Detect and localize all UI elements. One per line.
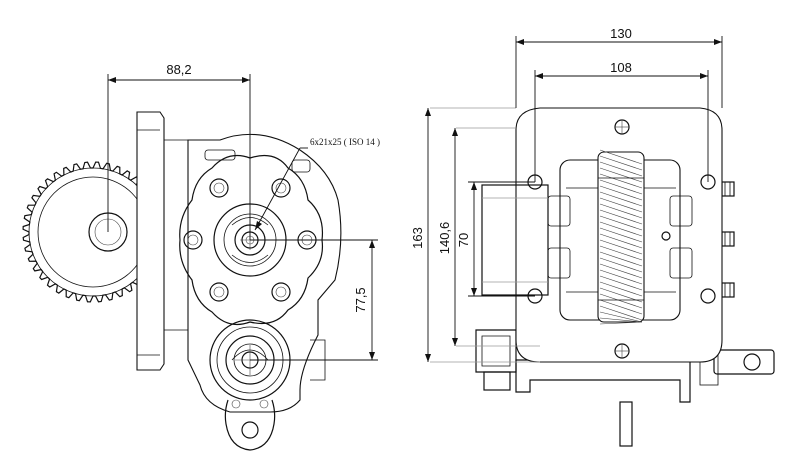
shaft-note: 6x21x25 ( ISO 14 ) — [254, 137, 380, 231]
helix-tooth-line — [599, 263, 643, 279]
dim-label-130: 130 — [610, 26, 632, 41]
helix-tooth-line — [599, 161, 643, 177]
helix-tooth-line — [599, 251, 643, 267]
helix-tooth-line — [599, 311, 643, 323]
dimension-163: 163 — [410, 108, 431, 362]
side-block — [481, 184, 549, 296]
dimension-130: 130 — [515, 26, 723, 108]
helix-tooth-line — [599, 209, 643, 225]
helix-tooth-line — [599, 221, 643, 237]
helix-tooth-line — [599, 173, 643, 189]
reference-lines — [430, 107, 540, 363]
helical-gear-teeth — [599, 149, 643, 325]
dim-label-140-6: 140,6 — [437, 222, 452, 255]
helix-tooth-line — [599, 191, 643, 207]
helix-tooth-line — [599, 167, 643, 183]
dim-label-70: 70 — [456, 233, 471, 247]
helix-tooth-line — [599, 149, 643, 165]
mounting-flange — [136, 111, 189, 371]
helix-tooth-line — [599, 293, 643, 309]
helix-tooth-line — [599, 269, 643, 285]
helix-tooth-line — [599, 299, 643, 315]
helix-tooth-line — [599, 321, 643, 325]
dimension-77-5: 77,5 — [250, 239, 378, 361]
helix-tooth-line — [599, 155, 643, 171]
dim-label-108: 108 — [610, 60, 632, 75]
dim-label-163: 163 — [410, 227, 425, 249]
helix-tooth-line — [599, 305, 643, 321]
helix-tooth-line — [599, 215, 643, 231]
dimension-108: 108 — [534, 60, 709, 182]
rear-housing — [475, 181, 775, 447]
dimension-70: 70 — [456, 181, 535, 297]
helix-tooth-line — [599, 275, 643, 291]
helix-tooth-line — [599, 239, 643, 255]
right-center-lines — [615, 120, 629, 358]
main-housing — [179, 133, 342, 413]
helix-tooth-line — [599, 227, 643, 243]
inner-gear-housing — [547, 149, 693, 325]
helix-tooth-line — [599, 203, 643, 219]
dimension-88-2: 88,2 — [107, 62, 251, 240]
right-view: 130 108 163 140,6 — [410, 26, 775, 447]
helix-tooth-line — [599, 281, 643, 297]
helix-tooth-line — [599, 179, 643, 195]
helix-tooth-line — [599, 185, 643, 201]
left-view: 88,2 77,5 6x21x25 ( ISO 14 ) — [22, 62, 380, 451]
helix-tooth-line — [599, 317, 643, 323]
dimension-140-6: 140,6 — [437, 128, 458, 346]
dim-label-88-2: 88,2 — [166, 62, 191, 77]
dim-label-77-5: 77,5 — [353, 287, 368, 312]
shaft-spec-label: 6x21x25 ( ISO 14 ) — [310, 137, 380, 147]
helix-tooth-line — [599, 233, 643, 249]
helix-tooth-line — [599, 245, 643, 261]
helix-tooth-line — [599, 197, 643, 213]
helix-tooth-line — [599, 257, 643, 273]
